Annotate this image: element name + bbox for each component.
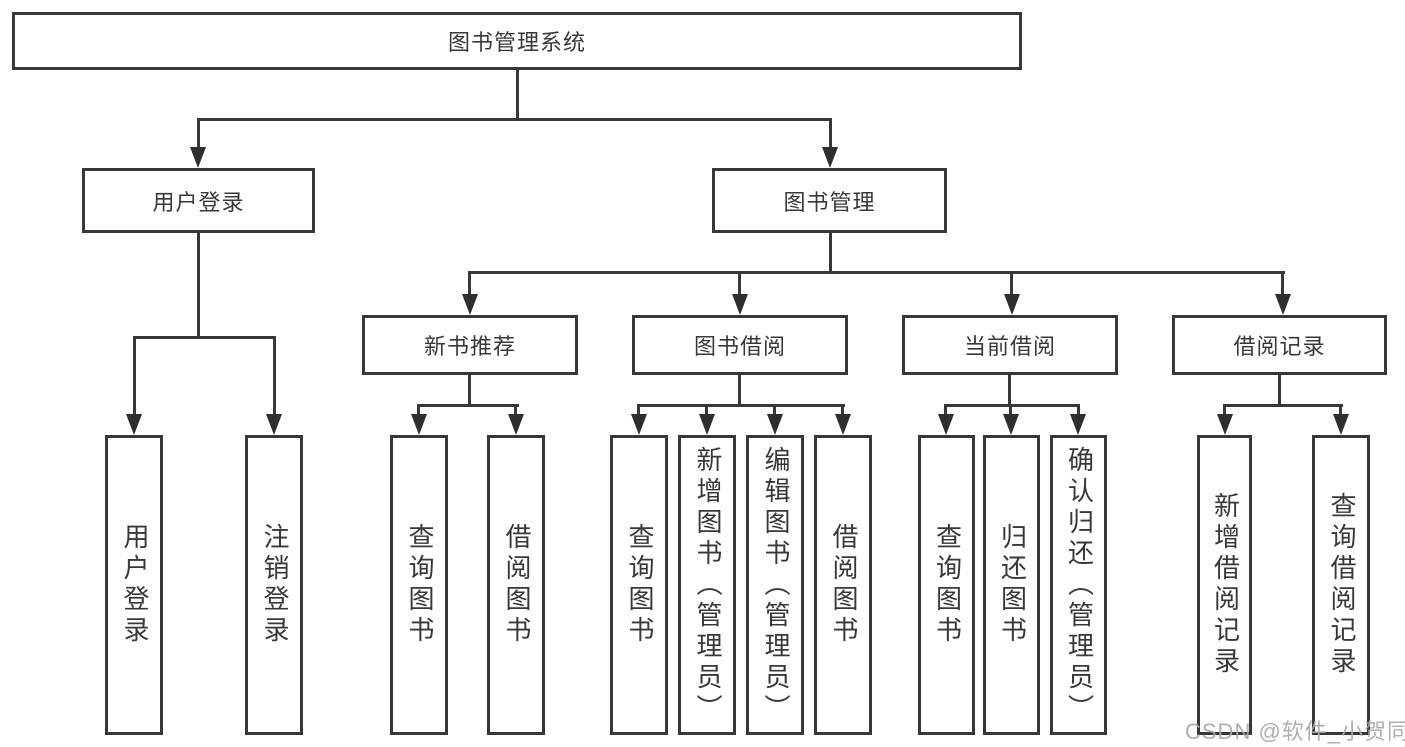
arrow-down-icon <box>462 294 478 315</box>
arrow-down-icon <box>266 414 282 435</box>
connector-line <box>273 336 276 416</box>
arrow-down-icon <box>126 414 142 435</box>
connector-line <box>637 404 845 407</box>
connector-line <box>738 271 741 297</box>
arrow-down-icon <box>767 414 783 435</box>
leaf-query-books-borrowing: 查询图书 <box>610 435 668 735</box>
arrow-down-icon <box>1003 414 1019 435</box>
arrow-down-icon <box>835 414 851 435</box>
connector-line <box>841 404 844 418</box>
connector-line <box>1281 271 1284 297</box>
connector-line <box>514 404 517 418</box>
leaf-add-borrow-record: 新增借阅记录 <box>1197 435 1252 735</box>
leaf-borrow-books-borrowing: 借阅图书 <box>814 435 872 735</box>
node-book-borrowing: 图书借阅 <box>632 315 848 375</box>
arrow-down-icon <box>938 414 954 435</box>
leaf-confirm-return-admin: 确认归还（管理员） <box>1050 435 1107 735</box>
node-user-login: 用户登录 <box>82 168 315 233</box>
arrow-down-icon <box>1217 414 1233 435</box>
connector-line <box>1008 375 1011 407</box>
arrow-down-icon <box>508 414 524 435</box>
connector-line <box>197 233 200 336</box>
leaf-query-books-current: 查询图书 <box>918 435 975 735</box>
connector-line <box>468 271 471 297</box>
connector-line <box>197 118 200 150</box>
leaf-return-books: 归还图书 <box>983 435 1040 735</box>
connector-line <box>468 271 1285 274</box>
arrow-down-icon <box>1333 414 1349 435</box>
leaf-logout: 注销登录 <box>245 435 303 735</box>
connector-line <box>133 336 276 339</box>
leaf-add-books-admin: 新增图书（管理员） <box>678 435 736 735</box>
leaf-user-login: 用户登录 <box>105 435 163 735</box>
connector-line <box>944 404 1080 407</box>
connector-line <box>417 404 519 407</box>
arrow-down-icon <box>411 414 427 435</box>
leaf-borrow-books-recommend: 借阅图书 <box>487 435 545 735</box>
connector-line <box>829 118 832 150</box>
node-root: 图书管理系统 <box>12 12 1022 70</box>
leaf-query-borrow-record: 查询借阅记录 <box>1312 435 1370 735</box>
watermark: CSDN @软件_小贺同学 <box>1185 719 1405 744</box>
node-borrow-records: 借阅记录 <box>1172 315 1387 375</box>
arrow-down-icon <box>1070 414 1086 435</box>
connector-line <box>468 375 471 407</box>
arrow-down-icon <box>732 294 748 315</box>
node-new-book-recommend: 新书推荐 <box>362 315 578 375</box>
node-book-management: 图书管理 <box>712 168 947 233</box>
connector-line <box>1009 404 1012 418</box>
arrow-down-icon <box>1275 294 1291 315</box>
arrow-down-icon <box>822 147 838 168</box>
node-current-borrowing: 当前借阅 <box>902 315 1118 375</box>
connector-line <box>1077 404 1080 418</box>
connector-line <box>1010 271 1013 297</box>
arrow-down-icon <box>631 414 647 435</box>
connector-line <box>197 118 832 121</box>
arrow-down-icon <box>190 147 206 168</box>
connector-line <box>773 404 776 418</box>
arrow-down-icon <box>699 414 715 435</box>
connector-line <box>1223 404 1343 407</box>
connector-line <box>705 404 708 418</box>
connector-line <box>1339 404 1342 418</box>
leaf-query-books-recommend: 查询图书 <box>390 435 448 735</box>
connector-line <box>944 404 947 418</box>
connector-line <box>133 336 136 416</box>
leaf-edit-books-admin: 编辑图书（管理员） <box>746 435 804 735</box>
connector-line <box>738 375 741 407</box>
connector-line <box>829 233 832 274</box>
connector-line <box>516 70 519 120</box>
connector-line <box>637 404 640 418</box>
arrow-down-icon <box>1004 294 1020 315</box>
connector-line <box>1278 375 1281 407</box>
connector-line <box>1223 404 1226 418</box>
connector-line <box>417 404 420 418</box>
